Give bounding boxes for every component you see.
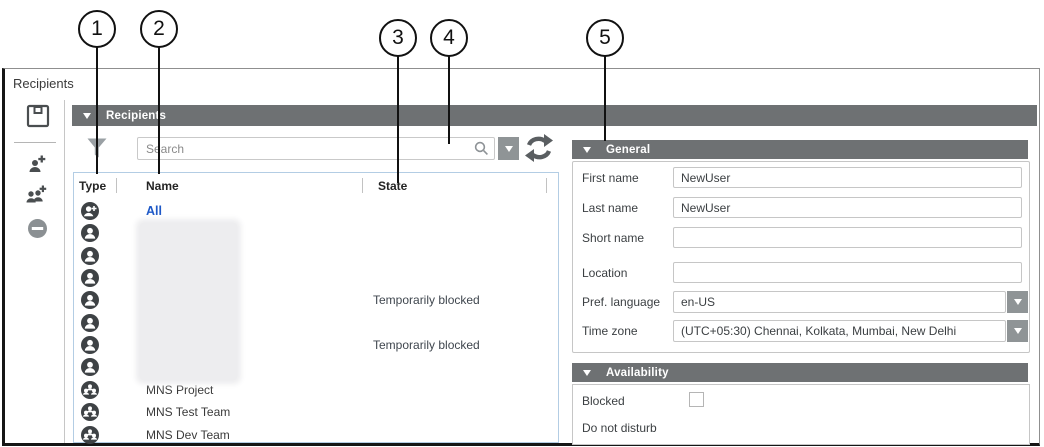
recipient-state: Temporarily blocked (373, 293, 480, 307)
refresh-icon (525, 134, 553, 162)
add-recipient-icon (29, 155, 46, 172)
field-pref-language: Pref. language en-US (572, 291, 1028, 313)
recipient-name: MNS Project (146, 383, 214, 397)
time-zone-dropdown-button[interactable] (1007, 320, 1028, 342)
field-label: Time zone (582, 324, 638, 338)
column-divider (546, 178, 547, 193)
do-not-disturb-label: Do not disturb (582, 421, 657, 435)
collapse-icon[interactable] (583, 369, 591, 376)
person-icon (81, 336, 99, 354)
field-short-name: Short name (572, 227, 1028, 249)
recipient-row[interactable]: Temporarily blocked (74, 290, 556, 310)
last-name-input[interactable] (673, 197, 1022, 218)
column-header-type[interactable]: Type (79, 179, 107, 193)
callout-1: 1 (78, 10, 116, 48)
recipient-row[interactable] (74, 223, 556, 243)
column-divider (116, 178, 117, 193)
field-first-name: First name (572, 167, 1028, 189)
group-icon (81, 426, 99, 444)
general-section-header[interactable]: General (572, 140, 1028, 159)
column-header-state[interactable]: State (378, 179, 408, 193)
save-button[interactable] (26, 104, 50, 128)
callout-line-3 (397, 53, 399, 183)
person-icon (81, 247, 99, 265)
column-divider (362, 178, 363, 193)
collapse-icon[interactable] (583, 146, 591, 153)
time-zone-select[interactable]: (UTC+05:30) Chennai, Kolkata, Mumbai, Ne… (673, 320, 1006, 342)
recipient-name[interactable]: All (146, 204, 162, 218)
section-header-label: Recipients (106, 109, 167, 122)
person-icon (81, 314, 99, 332)
section-header-label: General (606, 143, 651, 156)
section-header-label: Availability (606, 366, 669, 379)
recipient-state: Temporarily blocked (373, 338, 480, 352)
add-recipient-group-button[interactable] (25, 184, 48, 205)
person-icon (81, 358, 99, 376)
search-input[interactable] (137, 137, 495, 160)
recipient-row[interactable]: Temporarily blocked (74, 335, 556, 355)
save-icon (26, 104, 50, 128)
callout-2: 2 (140, 10, 178, 48)
chevron-down-icon (1013, 299, 1022, 305)
panel-title: Recipients (13, 76, 74, 91)
group-icon (81, 381, 99, 399)
pref-language-value: en-US (681, 295, 716, 309)
recipient-row[interactable]: All (74, 201, 556, 221)
availability-section-header[interactable]: Availability (572, 363, 1028, 382)
field-time-zone: Time zone (UTC+05:30) Chennai, Kolkata, … (572, 320, 1028, 342)
field-label: Location (582, 266, 628, 280)
callout-5: 5 (586, 19, 624, 57)
pref-language-select[interactable]: en-US (673, 291, 1006, 313)
callout-4: 4 (430, 19, 468, 57)
chevron-down-icon (504, 145, 513, 152)
recipient-row[interactable] (74, 313, 556, 333)
remove-recipient-button[interactable] (27, 218, 48, 239)
add-recipient-group-icon (26, 185, 47, 203)
pref-language-dropdown-button[interactable] (1007, 291, 1028, 313)
recipient-row[interactable] (74, 268, 556, 288)
location-input[interactable] (673, 262, 1022, 283)
sidebar-content-divider (64, 100, 65, 443)
recipients-section-header[interactable]: Recipients (72, 105, 1037, 126)
callout-line-4 (448, 53, 450, 144)
collapse-icon[interactable] (83, 112, 91, 119)
availability-section-body (572, 384, 1030, 445)
person-icon (81, 224, 99, 242)
callout-line-2 (158, 44, 160, 174)
person-icon (81, 269, 99, 287)
redacted-name-block (140, 223, 237, 380)
person-icon (81, 291, 99, 309)
toolbar-divider (14, 142, 56, 143)
field-label: Last name (582, 201, 639, 215)
group-icon (81, 403, 99, 421)
remove-recipient-icon (28, 219, 47, 238)
chevron-down-icon (1013, 328, 1022, 334)
callout-3: 3 (379, 19, 417, 57)
field-label: Short name (582, 231, 645, 245)
recipient-row[interactable] (74, 357, 556, 377)
first-name-input[interactable] (673, 167, 1022, 188)
short-name-input[interactable] (673, 227, 1022, 248)
field-label: First name (582, 171, 639, 185)
refresh-button[interactable] (523, 133, 555, 163)
recipient-name: MNS Test Team (146, 405, 231, 419)
group-icon (81, 202, 99, 220)
add-recipient-button[interactable] (27, 154, 47, 175)
field-last-name: Last name (572, 197, 1028, 219)
column-header-name[interactable]: Name (146, 179, 179, 193)
blocked-label: Blocked (582, 394, 625, 408)
field-label: Pref. language (582, 295, 661, 309)
search-options-dropdown-button[interactable] (498, 137, 519, 160)
blocked-checkbox[interactable] (689, 392, 704, 407)
time-zone-value: (UTC+05:30) Chennai, Kolkata, Mumbai, Ne… (681, 324, 957, 338)
recipient-row[interactable] (74, 246, 556, 266)
recipient-row[interactable]: MNS Test Team (74, 402, 556, 422)
callout-line-5 (604, 53, 606, 141)
recipient-name: MNS Dev Team (146, 428, 230, 442)
field-location: Location (572, 262, 1028, 284)
callout-line-1 (96, 44, 98, 174)
recipient-row[interactable]: MNS Dev Team (74, 425, 556, 445)
recipient-row[interactable]: MNS Project (74, 380, 556, 400)
